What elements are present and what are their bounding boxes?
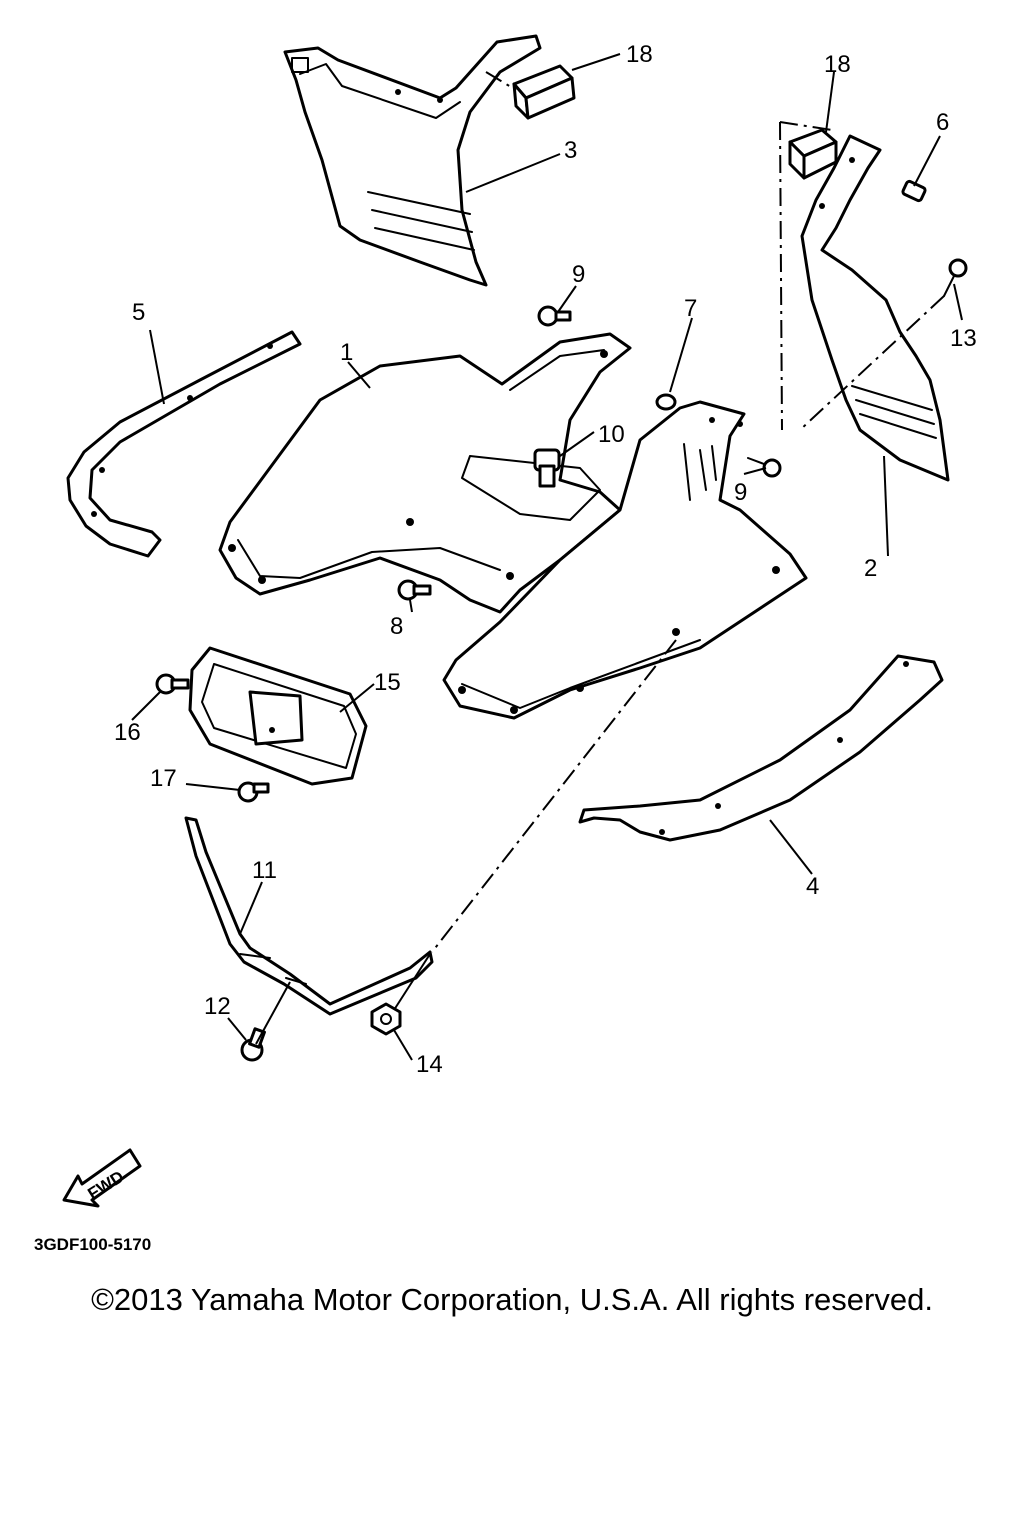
callout-15: 15 [374,669,401,696]
callout-2: 2 [864,555,877,582]
part-5-trim-strip [66,330,302,558]
part-16-bolt [155,673,190,695]
callout-12: 12 [204,993,231,1020]
part-4-front-trim [578,654,944,842]
leader-lines [131,53,963,1061]
part-17-bolt [237,781,270,803]
drawing-number: 3GDF100-5170 [34,1235,151,1254]
callout-7: 7 [684,295,697,322]
part-15-reflector-bracket [188,646,368,786]
callout-6: 6 [936,109,949,136]
callout-18-right: 18 [824,51,851,78]
part-7-washer [655,393,677,411]
part-6-bolt [901,179,927,203]
part-9-bolt-upper [537,305,572,327]
callout-10: 10 [598,421,625,448]
part-3-left-flap [283,34,542,287]
callout-17: 17 [150,765,177,792]
part-8-bolt [397,579,432,601]
part-10-fastener [533,448,561,488]
callout-8: 8 [390,613,403,640]
assembly-lines [431,71,945,953]
fwd-arrow-icon: FWD [62,1148,142,1208]
callout-5: 5 [132,299,145,326]
callout-9-right: 9 [734,479,747,506]
part-4-front-fender [442,400,808,720]
callout-11: 11 [252,857,277,884]
callout-1: 1 [340,339,353,366]
part-1-rear-fender [218,332,632,614]
copyright-notice: ©2013 Yamaha Motor Corporation, U.S.A. A… [91,1282,933,1317]
callout-3: 3 [564,137,577,164]
callout-9-upper: 9 [572,261,585,288]
part-13-bolt [943,258,968,297]
part-18-pad-left [512,64,576,120]
callout-16: 16 [114,719,141,746]
callout-13: 13 [950,325,977,352]
part-9-bolt-right [747,457,782,478]
part-18-pad-right [788,128,838,180]
callout-4: 4 [806,873,819,900]
callout-18-left: 18 [626,41,653,68]
part-11-bracket-bar [184,816,434,1016]
part-14-nut [370,1002,402,1036]
callout-labels: 18 18 6 3 9 5 7 13 1 10 9 2 8 15 16 17 4… [114,41,977,1078]
part-2-right-flap [800,134,950,482]
callout-14: 14 [416,1051,443,1078]
